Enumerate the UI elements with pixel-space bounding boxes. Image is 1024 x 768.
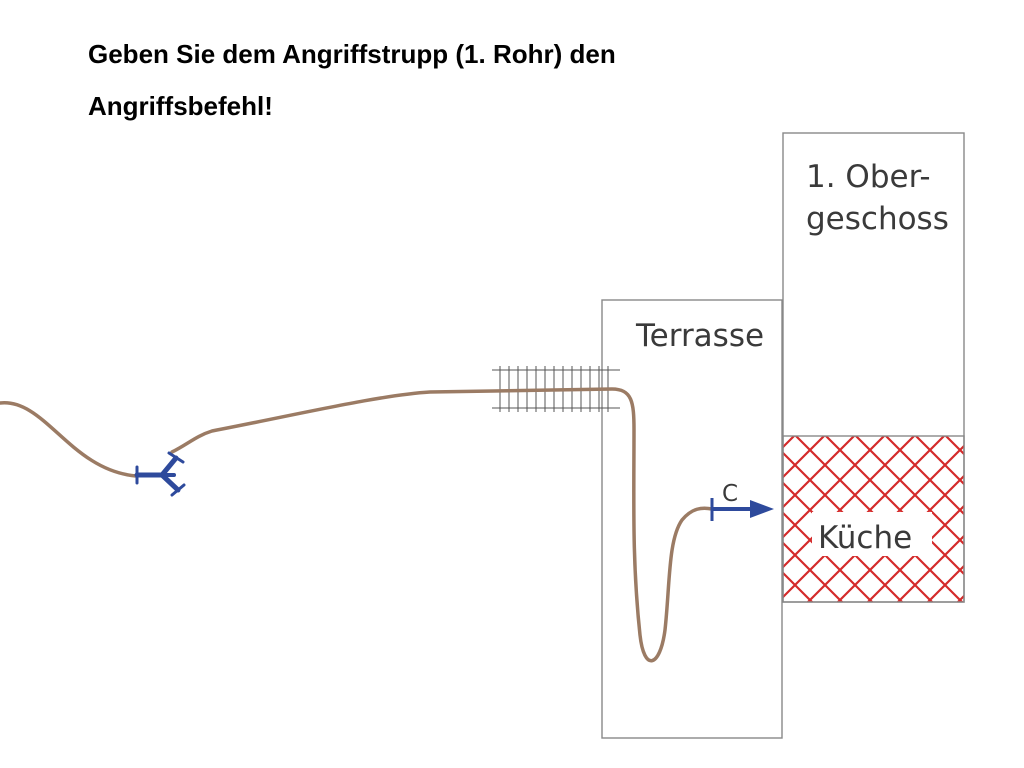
terrace-area [601,299,783,739]
kitchen-label: Küche [818,520,912,556]
upper-floor-label-line-1: 1. Ober- [806,159,931,195]
upper-floor-label-line-2: geschoss [806,201,949,237]
attack-hose [170,387,714,663]
nozzle-icon [710,498,774,521]
kitchen-label-background [812,512,932,556]
slide-title: Geben Sie dem Angriffstrupp (1. Rohr) de… [88,28,848,132]
distributor-icon [134,451,186,497]
slide-title-line-2: Angriffsbefehl! [88,91,273,121]
terrace-label: Terrasse [635,318,764,354]
slide-title-line-1: Geben Sie dem Angriffstrupp (1. Rohr) de… [88,39,616,69]
supply-hose [0,401,138,478]
nozzle-label: C [722,481,738,507]
